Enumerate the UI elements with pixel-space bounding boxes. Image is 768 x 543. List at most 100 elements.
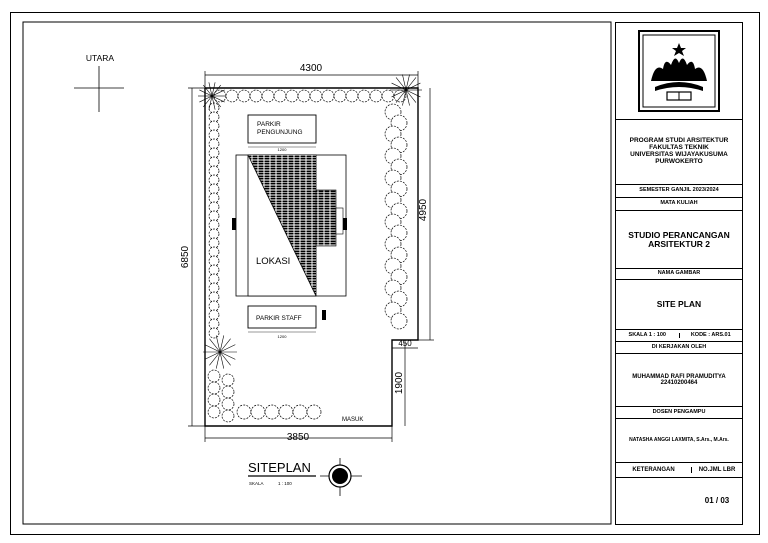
tree-canopy (208, 192, 220, 204)
lecturer-header: DOSEN PENGAMPU (616, 407, 742, 419)
dim-bottom-width: 3850 (287, 432, 310, 443)
dim-entrance-depth: 1900 (394, 371, 405, 394)
tree-canopy (278, 404, 294, 420)
institution-line-1: PROGRAM STUDI ARSITEKTUR (629, 137, 729, 145)
notes-sheet-row: 01 / 03 (616, 478, 742, 524)
tree-canopy (297, 89, 311, 103)
title-block: PROGRAM STUDI ARSITEKTUR FAKULTAS TEKNIK… (615, 22, 743, 525)
tree-canopy (208, 327, 220, 339)
dim-entrance-width: 450 (398, 339, 412, 348)
semester-cell: SEMESTER GANJIL 2023/2024 (616, 185, 742, 198)
tree-canopy (208, 309, 220, 321)
tree-canopy (249, 89, 263, 103)
dim-left-height: 6850 (180, 245, 191, 268)
palm-tree-icon (390, 74, 422, 106)
parkir-staff-label: PARKIR STAFF (256, 315, 302, 322)
site-plan-drawing: UTARA PARKIR PENGUNJUNG 1200 LOKASI PARK… (22, 21, 612, 525)
plan-scale-label: SKALA (249, 481, 264, 486)
tree-canopy (208, 210, 220, 222)
course-cell: STUDIO PERANCANGAN ARSITEKTUR 2 (616, 211, 742, 269)
tree-canopy (208, 165, 220, 177)
tree-canopy (390, 312, 408, 330)
tree-canopy (357, 89, 371, 103)
course-line-2: ARSITEKTUR 2 (648, 238, 710, 249)
drawing-header: NAMA GAMBAR (616, 269, 742, 280)
tree-canopy (208, 255, 220, 267)
tree-canopy (264, 404, 280, 420)
parkir-pengunjung-label-2: PENGUNJUNG (257, 129, 303, 136)
sheet-number: 01 / 03 (704, 495, 730, 505)
masuk-label: MASUK (342, 417, 363, 423)
author-cell: MUHAMMAD RAFI PRAMUDITYA 22410200464 (616, 354, 742, 407)
parkir-pengunjung-label-1: PARKIR (257, 121, 281, 128)
tree-canopy (306, 404, 322, 420)
institution-line-4: PURWOKERTO (655, 157, 703, 165)
tree-canopy (221, 385, 235, 399)
parkir-staff-area (247, 305, 317, 329)
tree-canopy (208, 111, 220, 123)
author-id: 22410200464 (660, 380, 698, 386)
tree-canopy (207, 369, 221, 383)
tree-canopy (292, 404, 308, 420)
course-line-1: STUDIO PERANCANGAN (628, 229, 730, 240)
tree-canopy (237, 89, 251, 103)
plan-scale-value: 1 : 100 (278, 481, 292, 486)
tree-canopy (207, 381, 221, 395)
tree-canopy (207, 405, 221, 419)
tree-canopy (208, 174, 220, 186)
tree-canopy (369, 89, 383, 103)
tree-canopy (333, 89, 347, 103)
lecturer-name: NATASHA ANGGI LAXMITA, S.Ars., M.Ars. (616, 419, 742, 463)
institution-cell: PROGRAM STUDI ARSITEKTUR FAKULTAS TEKNIK… (616, 120, 742, 185)
course-header: MATA KULIAH (616, 198, 742, 211)
tree-canopy (208, 147, 220, 159)
logo-cell (616, 23, 742, 120)
palm-tree-icon (203, 335, 237, 369)
tree-canopy (236, 404, 252, 420)
tree-canopy (208, 228, 220, 240)
plan-title: SITEPLAN (248, 460, 311, 475)
tree-canopy (221, 409, 235, 423)
tree-canopy (321, 89, 335, 103)
tree-canopy (208, 291, 220, 303)
tree-canopy (261, 89, 275, 103)
tree-canopy (381, 89, 395, 103)
tree-canopy (221, 397, 235, 411)
university-logo-icon (638, 30, 720, 112)
dimension-lines (188, 71, 434, 442)
tree-canopy (208, 318, 220, 330)
sheet-header: NO.JML LBR (698, 466, 736, 473)
compass-label: UTARA (86, 53, 115, 63)
tree-canopy (309, 89, 323, 103)
tree-canopy (221, 373, 235, 387)
scale-code-row: SKALA 1 : 100 KODE : ARS.01 (616, 330, 742, 342)
notes-header: KETERANGAN (616, 466, 692, 474)
tree-canopy (250, 404, 266, 420)
scale-cell: SKALA 1 : 100 (616, 332, 680, 339)
tree-canopies (207, 89, 408, 423)
north-cross-icon (74, 66, 124, 112)
tree-canopy (285, 89, 299, 103)
tree-canopy (208, 201, 220, 213)
institution-line-3: UNIVERSITAS WIJAYAKUSUMA (630, 151, 728, 158)
drawing-name: SITE PLAN (616, 280, 742, 330)
author-name: MUHAMMAD RAFI PRAMUDITYA (632, 373, 726, 380)
tree-canopy (345, 89, 359, 103)
tree-canopy (207, 393, 221, 407)
dim-right-height: 4950 (418, 198, 429, 221)
tree-canopy (208, 237, 220, 249)
tree-canopy (208, 282, 220, 294)
tree-canopy (273, 89, 287, 103)
parkir-pengunjung-area (247, 114, 317, 144)
tree-canopy (225, 89, 239, 103)
institution-line-2: FAKULTAS TEKNIK (649, 144, 709, 152)
dim-top-width: 4300 (300, 63, 323, 74)
palm-tree-icon (198, 82, 226, 110)
tree-canopy (208, 219, 220, 231)
tree-canopy (208, 129, 220, 141)
code-cell: KODE : ARS.01 (690, 331, 731, 338)
lokasi-label: LOKASI (256, 256, 290, 267)
drawing-frame (22, 21, 612, 525)
tree-canopy (208, 183, 220, 195)
parkir-staff-dim: 1200 (278, 334, 288, 339)
